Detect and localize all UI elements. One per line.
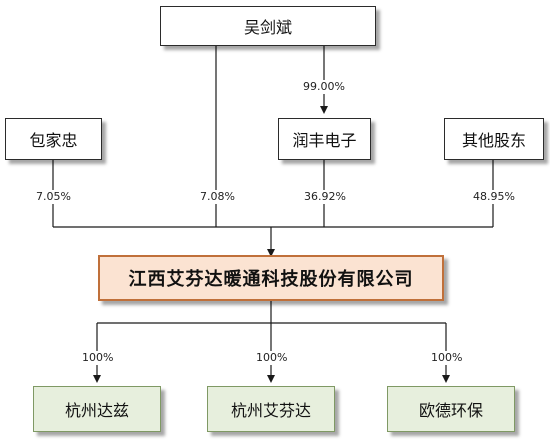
percent-sub-1: 100% xyxy=(80,351,116,365)
node-shareholder-others: 其他股东 xyxy=(444,118,544,160)
node-label: 润丰电子 xyxy=(292,131,357,150)
percent-sub-3: 100% xyxy=(429,351,465,365)
percent-top-to-runfeng: 99.00% xyxy=(301,80,347,94)
node-top-shareholder: 吴剑斌 xyxy=(160,6,376,46)
node-label: 其他股东 xyxy=(461,131,526,150)
node-shareholder-bao: 包家忠 xyxy=(5,118,102,160)
node-shareholder-runfeng: 润丰电子 xyxy=(278,118,371,160)
node-subsidiary-dazi: 杭州达兹 xyxy=(33,386,161,432)
node-label: 欧德环保 xyxy=(418,401,483,420)
node-subsidiary-oude: 欧德环保 xyxy=(387,386,515,432)
node-subsidiary-aifenda: 杭州艾芬达 xyxy=(207,386,335,432)
node-label: 杭州艾芬达 xyxy=(230,401,311,420)
percent-bao: 7.05% xyxy=(34,190,73,204)
percent-runfeng: 36.92% xyxy=(302,190,348,204)
company-name: 江西艾芬达暖通科技股份有限公司 xyxy=(128,269,414,290)
node-label: 包家忠 xyxy=(29,131,78,150)
node-label: 吴剑斌 xyxy=(243,18,292,37)
percent-direct: 7.08% xyxy=(198,190,237,204)
percent-sub-2: 100% xyxy=(254,351,290,365)
node-label: 杭州达兹 xyxy=(64,401,129,420)
node-company: 江西艾芬达暖通科技股份有限公司 xyxy=(98,255,444,301)
percent-others: 48.95% xyxy=(471,190,517,204)
